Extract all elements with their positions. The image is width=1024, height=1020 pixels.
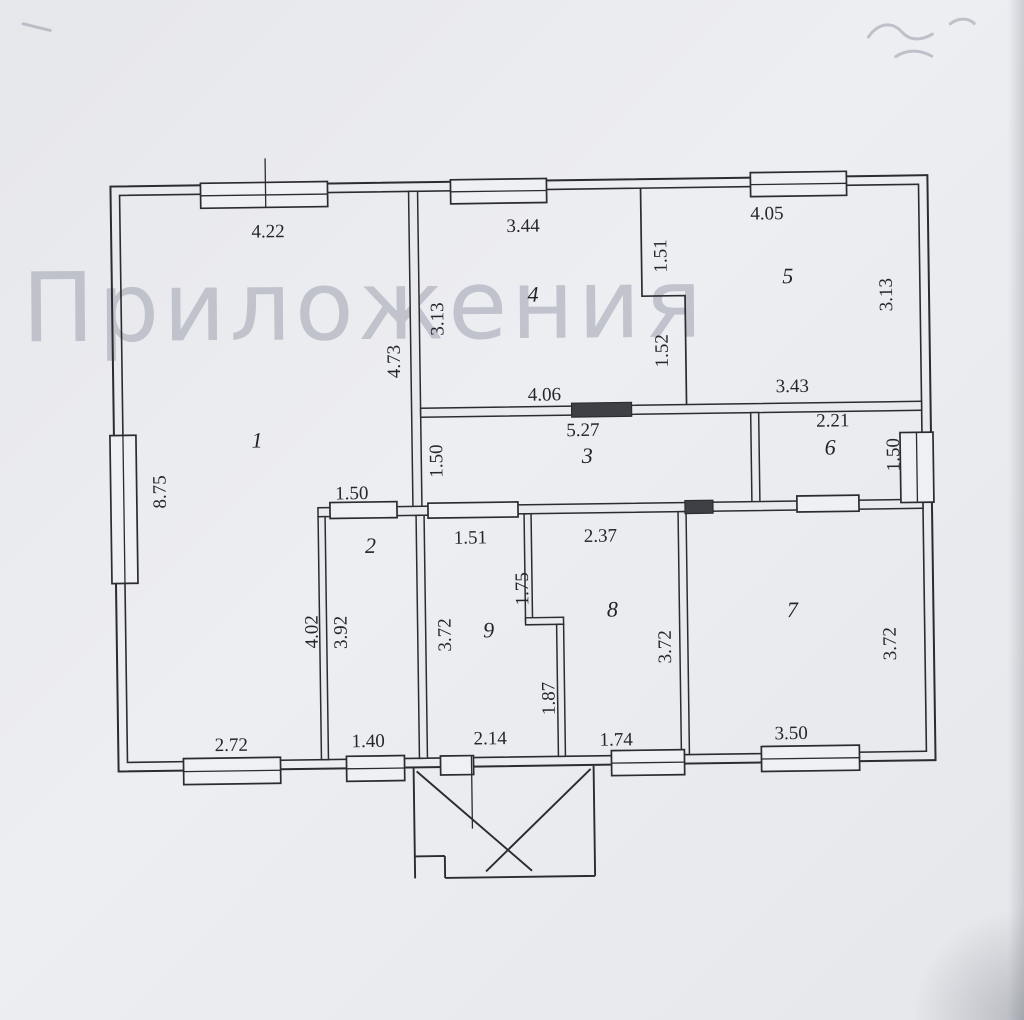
window-right (899, 431, 935, 504)
window-midline (915, 432, 919, 503)
dim-corridor-width: 5.27 (566, 420, 600, 441)
entry-door-mark (439, 754, 475, 776)
dim-room7-right: 3.72 (880, 627, 901, 661)
dimension-labels-vertical: 3.13 4.73 1.51 1.52 3.13 8.75 1.50 1.50 … (149, 239, 904, 716)
window-midline (346, 767, 405, 770)
dim-room9-jog-lower: 1.87 (538, 682, 559, 716)
dim-room2-left: 4.02 (301, 615, 322, 649)
dim-niche-lower: 1.52 (652, 334, 673, 368)
opening-room8 (684, 499, 714, 515)
wall-room8-room7 (677, 510, 691, 756)
window-left (109, 434, 139, 585)
room-7-label: 7 (787, 597, 799, 622)
door-openings (329, 401, 860, 520)
porch-outline (412, 765, 597, 879)
dim-room9-jog-upper: 1.75 (512, 572, 533, 606)
dim-room4-top: 3.44 (506, 216, 540, 237)
wall-room1-room4 (407, 190, 423, 517)
wall-room4-room5-niche (639, 188, 688, 405)
dim-corridor-left: 1.50 (426, 444, 447, 478)
dim-room5-top: 4.05 (750, 203, 784, 224)
axis-lines (264, 158, 474, 829)
scan-marks (21, 17, 976, 59)
opening-room9 (427, 501, 519, 520)
room-6-label: 6 (824, 434, 835, 459)
dim-window-b4: 3.50 (774, 723, 808, 744)
windows (109, 170, 935, 786)
dim-room5-right: 3.13 (876, 278, 897, 312)
wall-room1-room2 (317, 515, 330, 761)
dim-room1-left: 8.75 (149, 475, 170, 509)
window-top-2 (449, 177, 548, 205)
window-bottom-1 (182, 756, 282, 786)
dim-window-b3: 1.74 (599, 729, 633, 750)
inner-wall-line (118, 183, 928, 764)
window-bottom-3 (610, 748, 686, 777)
room-2-label: 2 (365, 533, 376, 558)
window-midline (761, 757, 860, 760)
room-3-label: 3 (581, 443, 593, 468)
porch-diagonals (416, 768, 592, 873)
dim-room4-bottom: 4.06 (528, 384, 562, 405)
dim-room2-right: 3.92 (330, 616, 351, 650)
dim-room4-left: 3.13 (427, 302, 448, 336)
window-bottom-4 (760, 744, 861, 773)
dim-room5-bottom: 3.43 (776, 376, 810, 397)
window-midline (750, 182, 847, 186)
room-1-label: 1 (251, 427, 262, 452)
photo-corner-shadow (914, 910, 1024, 1020)
window-midline (611, 761, 685, 764)
wall-rooms45-corridor (419, 400, 923, 419)
window-midline (200, 193, 328, 197)
dim-room9-bottom: 2.14 (473, 728, 507, 749)
axis-line-entry (470, 755, 474, 829)
opening-corridor-room4 (570, 401, 633, 418)
dim-room8-opening: 2.37 (584, 526, 618, 547)
wall-room9-jog (524, 616, 565, 626)
dim-niche-upper: 1.51 (650, 239, 671, 273)
window-top-1 (199, 180, 329, 210)
room-9-label: 9 (483, 617, 494, 642)
dim-room1-right: 4.73 (384, 345, 405, 379)
photo-edge-shadow (1008, 0, 1024, 1020)
handwriting-mark (866, 23, 934, 41)
opening-room2 (329, 500, 398, 520)
wall-corridor-room6 (749, 411, 761, 504)
dim-window-b1: 2.72 (214, 735, 248, 756)
room-5-label: 5 (782, 263, 793, 288)
dim-room9-opening: 1.51 (454, 527, 488, 548)
dim-room2-opening: 1.50 (335, 483, 369, 504)
window-midline (450, 189, 547, 193)
corner-mark (21, 22, 52, 32)
dim-room6-top: 2.21 (816, 410, 850, 431)
dim-room9-left: 3.72 (435, 618, 456, 652)
room-4-label: 4 (527, 282, 538, 307)
window-midline (183, 769, 281, 773)
room-8-label: 8 (607, 597, 618, 622)
handwriting-mark (894, 49, 934, 59)
porch-stairs (412, 765, 597, 879)
exterior-walls (109, 174, 937, 773)
dimension-labels-horizontal: 4.22 3.44 4.05 4.06 3.43 5.27 2.21 1.50 … (214, 203, 850, 756)
window-midline (122, 435, 126, 584)
dim-room6-right: 1.50 (883, 438, 904, 472)
interior-walls (317, 188, 924, 761)
wall-room2-room9 (415, 514, 429, 760)
opening-room7 (795, 494, 860, 513)
dim-window-b2: 1.40 (351, 731, 385, 752)
handwriting-mark (948, 17, 976, 26)
outer-wall-line (109, 174, 937, 773)
dim-room1-top: 4.22 (251, 221, 285, 242)
room-number-labels: 1 2 3 4 5 6 7 8 9 (251, 263, 836, 642)
dim-room8-right: 3.72 (655, 630, 676, 664)
wall-room9-room8-lower (555, 623, 567, 758)
window-bottom-2 (345, 754, 406, 783)
window-top-3 (749, 170, 848, 198)
